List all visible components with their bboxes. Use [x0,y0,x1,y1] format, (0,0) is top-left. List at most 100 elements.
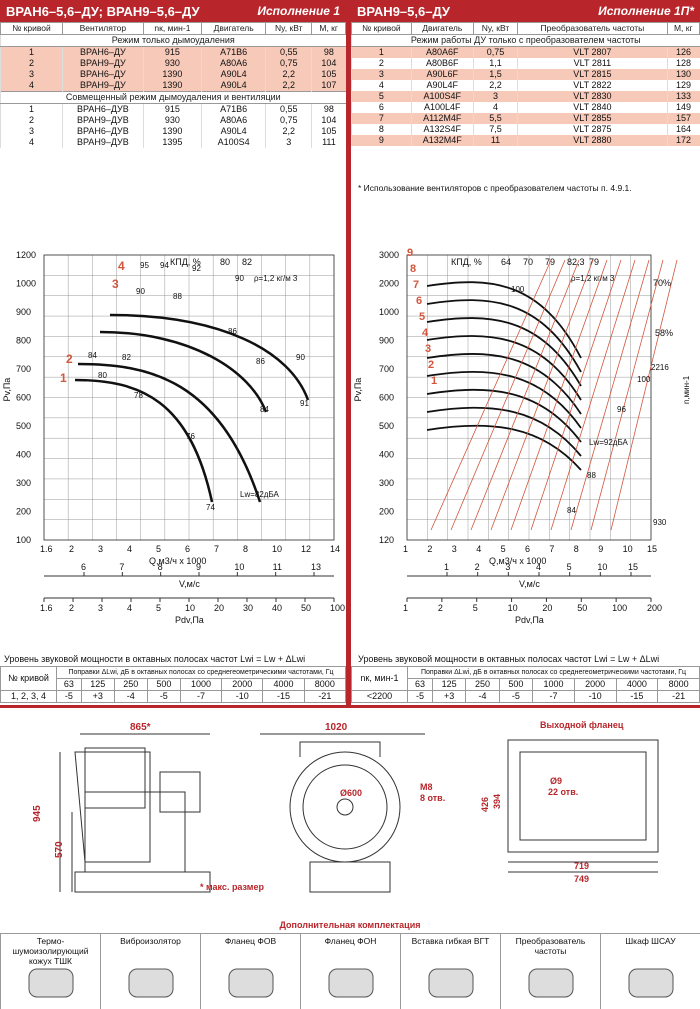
x-tick-label: 15 [647,544,657,554]
y-tick-label: 900 [379,336,394,346]
th: nк, мин-1 [142,22,203,35]
table-cell: 915 [142,103,202,115]
fan-curve [426,371,582,429]
fan-curve [99,330,268,413]
efficiency-label: 84 [260,405,269,414]
x-tick-label: 6 [185,544,190,554]
table-cell: 4 [0,80,63,92]
table-cell: 1 [0,103,63,115]
sound-right-row-label: <2200 [351,690,408,703]
accessory-item[interactable]: Преобразователь частоты [500,933,600,1009]
table-cell: 915 [142,46,202,58]
efficiency-label: 92 [192,264,201,273]
table-cell: ВРАН9–ДУ [61,58,144,69]
accessory-item[interactable]: Виброизолятор [100,933,200,1009]
table-cell: 98 [311,103,346,115]
efficiency-label: 78 [134,391,143,400]
right-table-header: № кривой Двигатель Ny, кВт Преобразовате… [351,22,700,35]
table-cell: 2,2 [265,126,312,137]
sound-left-title: Уровень звуковой мощности в октавных пол… [4,654,306,664]
accessory-item[interactable]: Шкаф ШСАУ [600,933,700,1009]
y-axis-label: Pv,Па [2,378,12,402]
dim-9: Ø9 [550,776,562,786]
table-cell: 9 [351,135,412,146]
rpm-line [510,259,608,531]
y-tick-label: 200 [379,507,394,517]
table-cell: 4 [472,102,518,113]
dim-426: 426 [480,797,490,812]
y-tick-label: 900 [16,307,31,317]
correction-cell: -5 [56,690,82,703]
pdv-tick-label: 4 [127,603,132,613]
table-cell: 1,5 [472,69,518,80]
sound-left-col1: № кривой [0,666,57,691]
table-cell: А100S4 [201,137,266,148]
table-cell: VLT 2875 [517,124,668,135]
pdv-tick-label: 100 [330,603,345,613]
kpd-top-label: 79 [589,257,599,267]
rpm-line [610,259,678,531]
correction-cell: -10 [221,690,264,703]
table-cell: 930 [142,115,202,126]
kpd-top-label: 70 [523,257,533,267]
fan-curve [426,424,582,471]
rpm-line [570,259,650,531]
fan-curve [109,313,310,401]
right-footnote: * Использование вентиляторов с преобразо… [358,183,632,193]
sound-left-row-label: 1, 2, 3, 4 [0,690,57,703]
y-tick-label: 700 [379,364,394,374]
rpm-line [550,259,636,531]
rpm-line [450,259,566,531]
accessory-item[interactable]: Фланец ФОН [300,933,400,1009]
v-tick-label: 13 [311,562,321,572]
dim-394: 394 [492,794,502,809]
correction-cell: +3 [431,690,467,703]
kpd-top-label: 80 [220,257,230,267]
pdv-tick-label: 100 [612,603,627,613]
accessory-item[interactable]: Термо-шумоизолирующий кожух ТШК [0,933,100,1009]
x-tick-label: 2 [69,544,74,554]
sound-right-table: nк, мин-1 Поправки ΔLwi, дБ в октавных п… [351,666,700,703]
x-tick-label: 2 [427,544,432,554]
left-header: ВРАН6–5,6–ДУ; ВРАН9–5,6–ДУ Исполнение 1 [0,0,346,22]
sound-left-sub: Поправки ΔLwi, дБ в октавных полосах со … [56,666,346,679]
rpm-label: 96 [617,405,626,414]
fan-curve [426,353,582,415]
pdv-tick-label: 20 [214,603,224,613]
kpd-top-label: 82 [242,257,252,267]
th: № кривой [0,22,63,35]
m8-label: М8 [420,782,433,792]
accessory-item[interactable]: Вставка гибкая ВГТ [400,933,500,1009]
table-cell: 2 [351,58,412,69]
table-cell: 172 [666,135,700,146]
efficiency-label: 86 [228,327,237,336]
correction-cell: -21 [657,690,700,703]
pdv-tick-label: 5 [156,603,161,613]
y-tick-label: 400 [16,450,31,460]
rpm-line [490,259,594,531]
efficiency-label: 90 [296,353,305,362]
accessory-item[interactable]: Фланец ФОВ [200,933,300,1009]
table-cell: A112M4F [410,113,474,124]
fan-curve [426,335,582,401]
flange-drawing [507,739,659,873]
table-cell: 111 [311,137,346,148]
table-cell: 3 [472,91,518,102]
table-cell: A100S4F [410,91,474,102]
correction-cell: -7 [532,690,575,703]
accessory-label: Шкаф ШСАУ [625,936,676,946]
rpm-axis-label: n,мин-1 [682,375,691,404]
correction-cell: -7 [179,690,223,703]
table-cell: ВРАН6–ДУ [61,46,144,58]
side-view-drawing [59,733,211,893]
table-cell: 98 [311,46,346,58]
table-cell: 130 [666,69,700,80]
y-tick-label: 300 [379,478,394,488]
accessory-label: Термо-шумоизолирующий кожух ТШК [12,936,89,966]
efficiency-label: 91 [300,399,309,408]
